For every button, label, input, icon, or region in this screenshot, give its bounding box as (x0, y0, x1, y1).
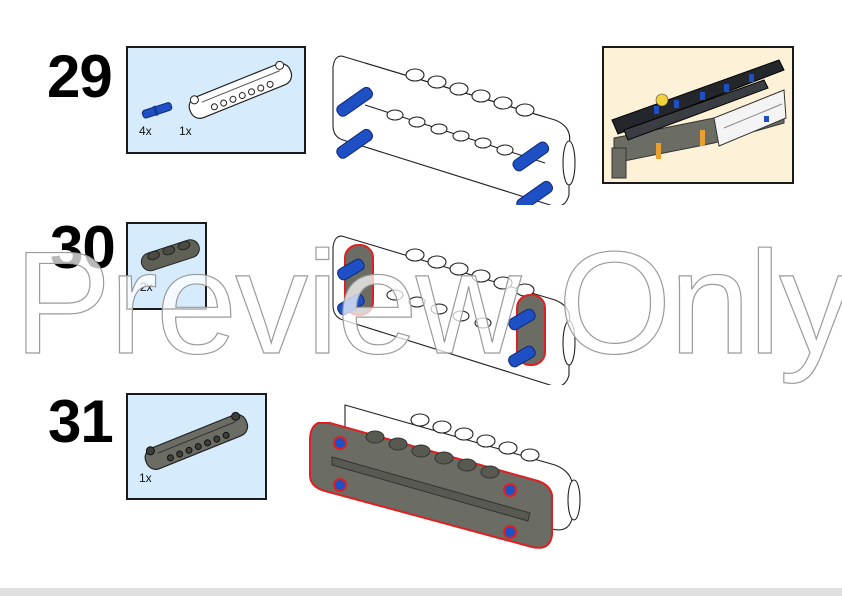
quantity-label: 2x (140, 280, 153, 294)
callout-preview-step-29 (602, 46, 794, 184)
step-number-31: 31 (48, 388, 114, 455)
parts-list-step-30: 2x (126, 222, 207, 310)
page-footer-bar (0, 588, 842, 596)
quantity-label: 4x (139, 124, 152, 138)
step-number-29: 29 (47, 43, 113, 110)
white-panel-icon (188, 60, 293, 119)
callout-model-image (611, 59, 787, 179)
parts-list-step-29: 4x 1x (126, 46, 306, 154)
quantity-label: 1x (139, 471, 152, 485)
parts-list-step-31: 1x (126, 393, 267, 500)
assembly-model-step-29 (332, 55, 576, 205)
blue-pin-icon (141, 102, 173, 119)
dark-panel-icon (144, 411, 249, 470)
assembly-model-step-31 (309, 404, 581, 549)
assembly-model-step-30 (332, 235, 576, 385)
dark-beam-icon (140, 239, 200, 272)
quantity-label: 1x (179, 124, 192, 138)
step-number-30: 30 (50, 214, 116, 281)
